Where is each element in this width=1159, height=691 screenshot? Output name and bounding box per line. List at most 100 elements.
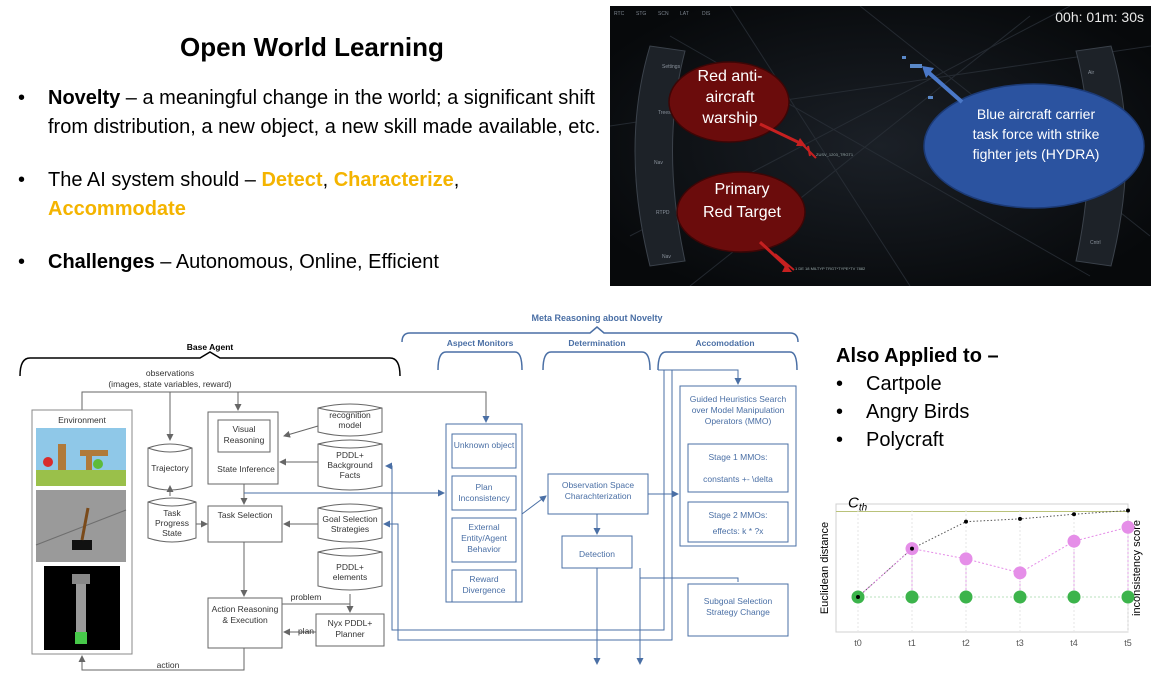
- highlight-accommodate: Accommodate: [48, 198, 186, 220]
- list-item: • Cartpole: [836, 370, 999, 398]
- bullet-list: • Novelty – a meaningful change in the w…: [18, 84, 608, 301]
- list-item: •Angry Birds: [836, 398, 999, 426]
- target-callout: [676, 171, 806, 253]
- accomodation-title: Accomodation: [695, 338, 754, 348]
- stage2-label: Stage 2 MMOs:: [708, 510, 767, 520]
- highlight-characterize: Characterize: [333, 169, 454, 191]
- target-label: Primary Red Target: [703, 181, 781, 221]
- svg-text:Nav: Nav: [662, 254, 671, 260]
- green-point: [1013, 590, 1027, 604]
- pink-point: [1067, 534, 1081, 548]
- svg-text:Air: Air: [1088, 70, 1094, 76]
- subgoal-label: Subgoal Selection Strategy Change: [703, 596, 773, 617]
- also-applied-heading: Also Applied to –: [836, 345, 999, 367]
- black-point: [1018, 516, 1022, 521]
- detection-label: Detection: [579, 549, 615, 559]
- bullet-dot: •: [836, 373, 844, 395]
- stage1-detail: constants +- \delta: [703, 474, 773, 484]
- bullet-dot: •: [836, 401, 844, 423]
- task-progress-label: Task Progress State: [154, 508, 189, 538]
- svg-text:RTPD: RTPD: [656, 210, 670, 216]
- bullet-text: – a meaningful change in the world; a si…: [48, 87, 601, 138]
- stage1-label: Stage 1 MMOs:: [708, 452, 767, 462]
- svg-text:ZUSV_1203_TRGT1: ZUSV_1203_TRGT1: [816, 152, 854, 157]
- environment-label: Environment: [58, 415, 106, 425]
- pddl-background-store: [317, 439, 383, 491]
- item-label: Polycraft: [866, 429, 944, 451]
- bullet-dot: •: [18, 169, 26, 191]
- guided-heuristics-label: Guided Heuristics Search over Model Mani…: [689, 394, 787, 426]
- green-point: [905, 590, 919, 604]
- architecture-diagram: Meta Reasoning about Novelty Aspect Moni…: [19, 313, 799, 671]
- external-entity-box: [451, 517, 517, 563]
- carrier-callout: [923, 83, 1145, 209]
- bullet-challenges: • Challenges – Autonomous, Online, Effic…: [18, 248, 608, 277]
- svg-text:Settings: Settings: [662, 64, 681, 70]
- y-axis-label: Euclidean distance: [819, 522, 831, 614]
- plan-inconsistency-label: Plan Inconsistency: [458, 482, 510, 503]
- cartpole-thumbnail: [36, 490, 126, 562]
- observation-space-label: Observation Space Charachterization: [561, 480, 635, 501]
- stage2-detail: effects: k * ?x: [713, 526, 765, 536]
- goal-selection-label: Goal Selection Strategies: [322, 514, 378, 534]
- unknown-object-box: [451, 433, 517, 469]
- stage1-box: [687, 443, 789, 493]
- svg-text:1 DE 18 MILTYP TRGT*TYPE*TV 78: 1 DE 18 MILTYP TRGT*TYPE*TV 7882: [795, 266, 866, 271]
- base-agent-title: Base Agent: [187, 342, 234, 352]
- observations-label: observations: [146, 368, 194, 378]
- bullet-dot: •: [836, 429, 844, 451]
- nyx-planner-box: [315, 613, 385, 647]
- nyx-planner-label: Nyx PDDL+ Planner: [327, 618, 373, 639]
- state-inference-label: State Inference: [217, 464, 275, 474]
- highlight-detect: Detect: [261, 169, 323, 191]
- pink-point: [1013, 566, 1027, 580]
- bullet-novelty: • Novelty – a meaningful change in the w…: [18, 84, 608, 142]
- subgoal-box: [687, 583, 789, 637]
- stage2-box: [687, 501, 789, 543]
- goal-selection-store: [317, 503, 383, 543]
- svg-text:LAT: LAT: [680, 11, 689, 17]
- visual-reasoning-label: Visual Reasoning: [223, 424, 265, 445]
- bullet-text: – Autonomous, Online, Efficient: [154, 251, 439, 273]
- black-point: [910, 546, 914, 551]
- svg-text:SCN: SCN: [658, 11, 669, 17]
- pink-point: [1121, 520, 1135, 534]
- x-tick-label: t1: [908, 638, 916, 648]
- x-tick-label: t3: [1016, 638, 1024, 648]
- reward-divergence-label: Reward Divergence: [462, 574, 506, 595]
- item-label: Cartpole: [866, 373, 942, 395]
- pddl-elements-store: [317, 547, 383, 591]
- bullet-ai-system: • The AI system should – Detect, Charact…: [18, 166, 608, 224]
- black-point: [1126, 508, 1130, 513]
- pddl-elements-label: PDDL+ elements: [332, 562, 368, 582]
- black-point: [1072, 512, 1076, 517]
- task-progress-store: [147, 497, 197, 543]
- y-axis-label-right: inconsistency score: [1131, 520, 1143, 616]
- observations-detail: (images, state variables, reward): [108, 379, 231, 389]
- bullet-term: Novelty: [48, 87, 121, 109]
- also-applied-list: Also Applied to – • Cartpole •Angry Birds…: [836, 342, 999, 454]
- external-entity-label: External Entity/Agent Behavior: [461, 522, 507, 554]
- bullet-dot: •: [18, 251, 26, 273]
- recognition-model-store: [317, 403, 383, 437]
- task-selection-label: Task Selection: [217, 510, 273, 520]
- determination-title: Determination: [568, 338, 625, 348]
- reward-divergence-box: [451, 569, 517, 603]
- svg-text:DIS: DIS: [702, 11, 711, 17]
- list-item: • Polycraft: [836, 426, 999, 454]
- svg-text:Trees: Trees: [658, 110, 671, 116]
- svg-text:Nav: Nav: [654, 160, 663, 166]
- x-tick-label: t2: [962, 638, 970, 648]
- observation-space-box: [547, 473, 649, 515]
- unknown-object-label: Unknown object: [453, 440, 515, 450]
- bullet-lead: The AI system should –: [48, 169, 262, 191]
- pddl-background-label: PDDL+ Background Facts: [327, 450, 373, 480]
- game-timer: 00h: 01m: 30s: [1055, 9, 1144, 25]
- trajectory-label: Trajectory: [151, 463, 189, 473]
- bullet-term: Challenges: [48, 251, 155, 273]
- svg-text:RTC: RTC: [614, 11, 625, 17]
- x-tick-label: t4: [1070, 638, 1078, 648]
- problem-label: problem: [291, 592, 322, 602]
